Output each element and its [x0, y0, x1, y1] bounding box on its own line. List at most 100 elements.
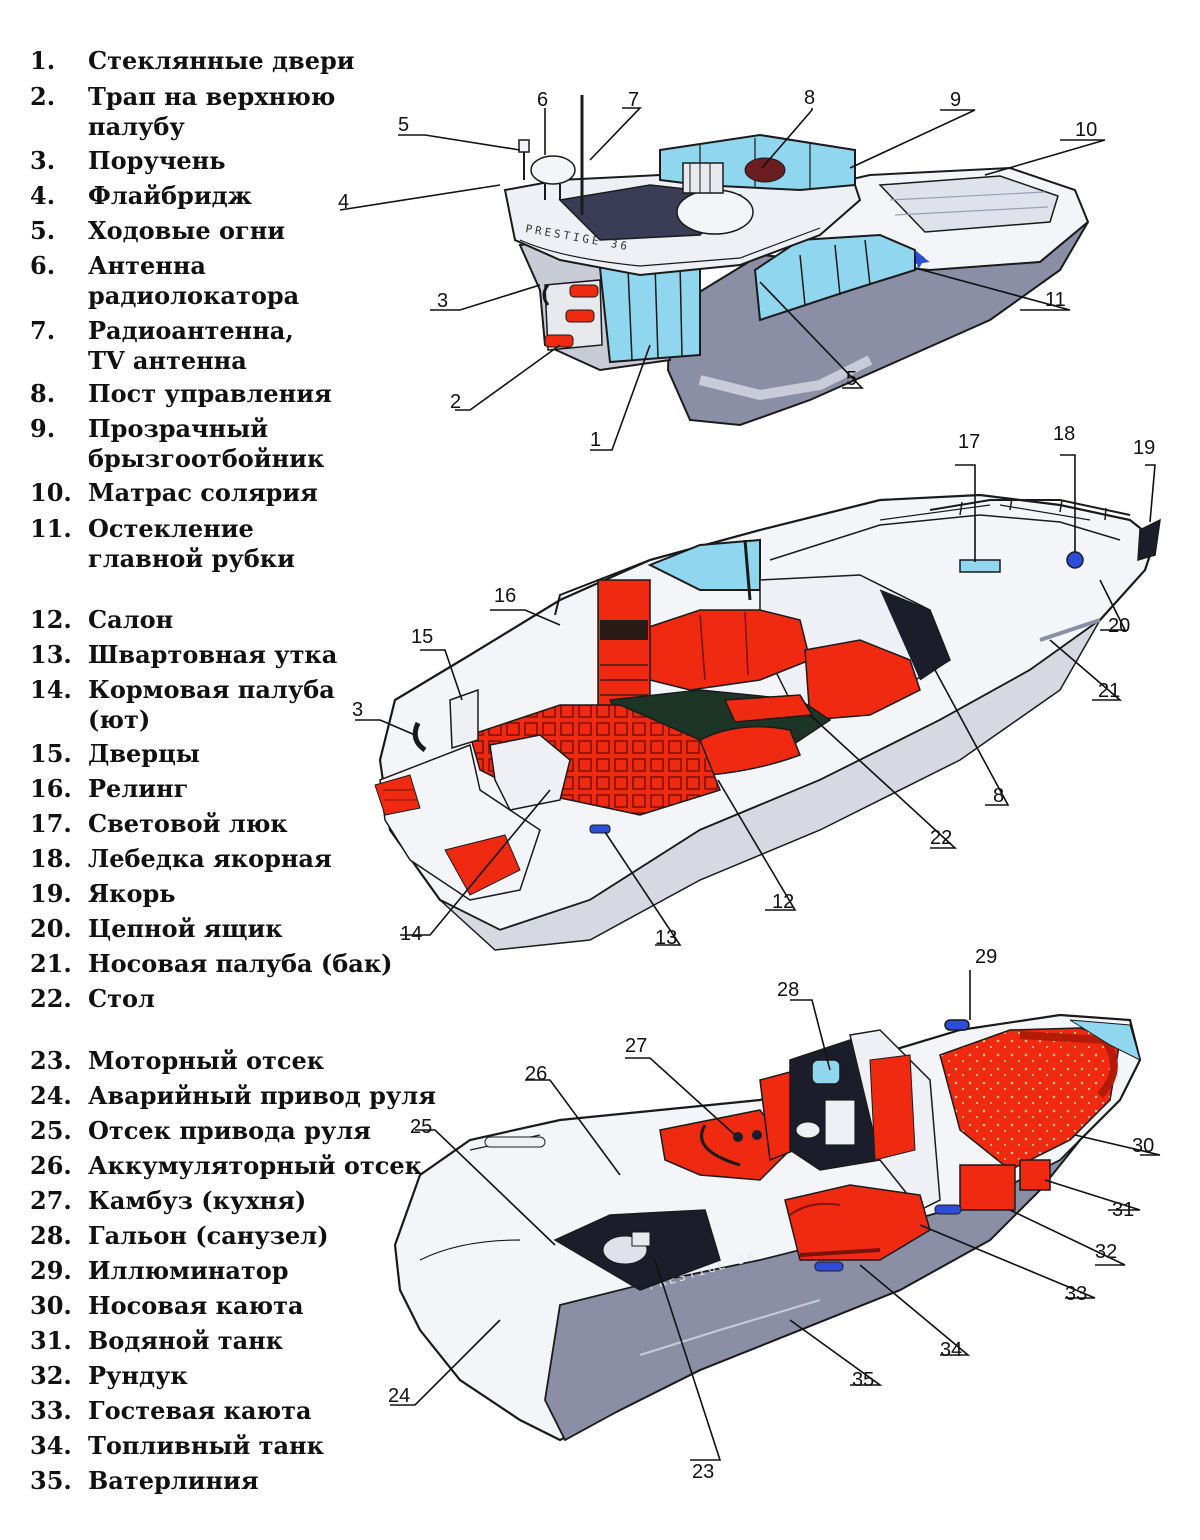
legend-number: 24.: [30, 1081, 72, 1110]
callout-label: 25: [410, 1116, 432, 1138]
legend-text: Цепной ящик: [88, 914, 283, 943]
callout-label: 30: [1132, 1135, 1154, 1157]
legend-number: 31.: [30, 1326, 72, 1355]
cleat: [589, 824, 611, 834]
legend-text: брызгоотбойник: [88, 444, 325, 473]
callout-label: 3: [437, 290, 448, 312]
legend-number: 32.: [30, 1361, 72, 1390]
sunpad-mattress: [878, 175, 1059, 233]
legend-number: 35.: [30, 1466, 72, 1495]
salon-table: [723, 694, 814, 723]
legend-text: Лебедка якорная: [88, 844, 332, 873]
legend-number: 34.: [30, 1431, 72, 1460]
legend-number: 30.: [30, 1291, 72, 1320]
flybridge-table: [676, 189, 754, 235]
anchor-winch: [1066, 551, 1084, 569]
legend-number: 9.: [30, 414, 56, 443]
legend-text: Антенна: [88, 251, 206, 280]
legend-item: 19.Якорь: [0, 879, 420, 909]
legend-text: главной рубки: [88, 544, 295, 573]
legend-item: 33. Гостевая каюта: [0, 1396, 420, 1426]
legend-item: 25.Отсек привода руля: [0, 1116, 420, 1146]
callout-label: 18: [1053, 423, 1075, 445]
legend-number: 17.: [30, 809, 72, 838]
legend-text: Водяной танк: [88, 1326, 284, 1355]
legend-text: Ватерлиния: [88, 1466, 259, 1495]
callout-label: 35: [852, 1369, 874, 1391]
callout-label: 33: [1065, 1283, 1087, 1305]
legend-text: Камбуз (кухня): [88, 1186, 307, 1215]
legend-item: 14.Кормовая палуба(ют): [0, 675, 420, 735]
legend-text: Салон: [88, 605, 174, 634]
legend-text: Стол: [88, 984, 155, 1013]
legend-item: 34. Топливный танк: [0, 1431, 420, 1461]
helm-seat: [682, 162, 724, 194]
legend-text: Иллюминатор: [88, 1256, 289, 1285]
callout-label: 22: [930, 827, 952, 849]
forward-cabin: [939, 1027, 1121, 1171]
legend-item: 24.Аварийный привод руля: [0, 1081, 436, 1111]
legend-text: Матрас солярия: [88, 478, 318, 507]
callout-label: 13: [655, 927, 677, 949]
legend-item: 13.Швартовная утка: [0, 640, 420, 670]
callout-label: 19: [1133, 437, 1155, 459]
legend-number: 3.: [30, 146, 56, 175]
legend-number: 2.: [30, 82, 56, 111]
legend-item: 31. Водяной танк: [0, 1326, 420, 1356]
legend-number: 33.: [30, 1396, 72, 1425]
callout-label: 12: [772, 891, 794, 913]
legend-number: 5.: [30, 216, 56, 245]
anchor: [1137, 518, 1161, 562]
porthole-bow: [944, 1019, 970, 1031]
legend-text: Моторный отсек: [88, 1046, 325, 1075]
legend-text: Ходовые огни: [88, 216, 286, 245]
legend-number: 26.: [30, 1151, 72, 1180]
legend-text: Флайбридж: [88, 181, 252, 210]
callout-label: 1: [590, 429, 601, 451]
radar-dome: [530, 155, 576, 185]
callout-numbers: 5 6 7 8 9 10 4 3 11 2 5 1 17 18 19 16 15…: [338, 87, 1155, 1483]
legend-number: 19.: [30, 879, 72, 908]
legend-number: 12.: [30, 605, 72, 634]
legend-text: Рундук: [88, 1361, 188, 1390]
boat-deck-salon: [355, 454, 1161, 951]
legend-text: Радиоантенна,: [88, 316, 294, 345]
legend-text: Гальон (санузел): [88, 1221, 329, 1250]
legend-number: 29.: [30, 1256, 72, 1285]
boat-exterior-flybridge: PRESTIGE 36: [339, 95, 1106, 451]
callout-label: 20: [1108, 615, 1130, 637]
callout-label: 16: [494, 585, 516, 607]
legend-number: 11.: [30, 514, 72, 543]
legend-item: 29. Иллюминатор: [0, 1256, 420, 1286]
legend-item: 35. Ватерлиния: [0, 1466, 420, 1496]
legend-item: 17.Световой люк: [0, 809, 420, 839]
callout-label: 34: [940, 1339, 962, 1361]
galley: [659, 1109, 791, 1181]
windshield-2: [647, 538, 761, 591]
legend-text: Аккумуляторный отсек: [88, 1151, 422, 1180]
callout-label: 3: [352, 699, 363, 721]
legend-number: 14.: [30, 675, 72, 704]
callout-label: 32: [1095, 1241, 1117, 1263]
legend-number: 23.: [30, 1046, 72, 1075]
legend-item: 26. Аккумуляторный отсек: [0, 1151, 422, 1181]
callout-label: 21: [1098, 680, 1120, 702]
locker: [959, 1164, 1016, 1211]
legend-text: Гостевая каюта: [88, 1396, 312, 1425]
legend-text: Топливный танк: [88, 1431, 324, 1460]
legend-text: Дверцы: [88, 739, 200, 768]
callout-label: 10: [1075, 119, 1097, 141]
nav-light: [518, 139, 530, 153]
callout-label: 17: [958, 431, 980, 453]
legend-number: 4.: [30, 181, 56, 210]
legend-item: 21.Носовая палуба (бак): [0, 949, 420, 979]
callout-label: 24: [388, 1385, 410, 1407]
legend-number: 15.: [30, 739, 72, 768]
legend-item: 3.Поручень: [0, 146, 420, 176]
legend-item: 18.Лебедка якорная: [0, 844, 420, 874]
skylight: [959, 559, 1001, 573]
callout-label: 4: [338, 191, 349, 213]
legend-number: 28.: [30, 1221, 72, 1250]
